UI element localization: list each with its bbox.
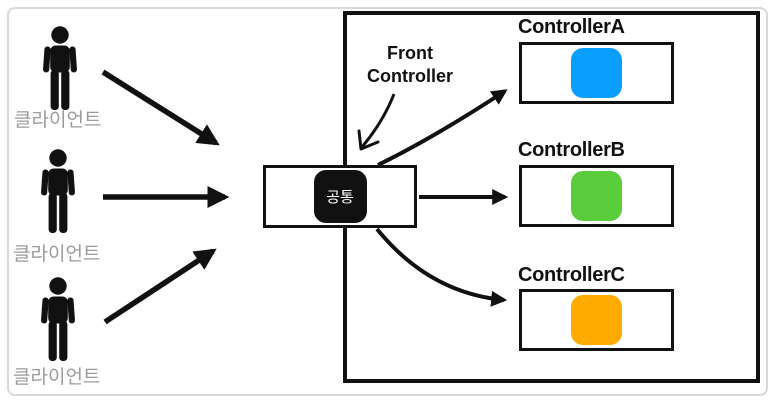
controller-c-label: ControllerC [518,264,625,286]
common-chip: 공통 [313,170,367,223]
controller-b-box [519,165,674,227]
client-3-label: 클라이언트 [13,367,101,388]
client-1 [41,26,79,110]
client-2 [39,149,77,233]
front-controller-annotation: Front Controller [348,42,472,88]
front-controller-annotation-line1: Front [387,43,433,63]
image-frame-border [7,7,768,396]
client-1-label: 클라이언트 [14,110,102,131]
controller-a-label: ControllerA [518,16,625,38]
controller-b-chip [571,171,622,221]
person-icon [42,26,78,110]
controller-c-chip [571,295,622,345]
controller-a-chip [571,48,622,98]
person-icon [40,277,76,361]
controller-a-box [519,42,674,104]
client-3 [39,277,77,361]
client-2-label: 클라이언트 [13,244,101,265]
controller-c-box [519,289,674,351]
controller-b-label: ControllerB [518,139,625,161]
person-icon [40,149,76,233]
front-controller-annotation-line2: Controller [366,66,453,86]
front-controller-box: 공통 [263,165,417,228]
